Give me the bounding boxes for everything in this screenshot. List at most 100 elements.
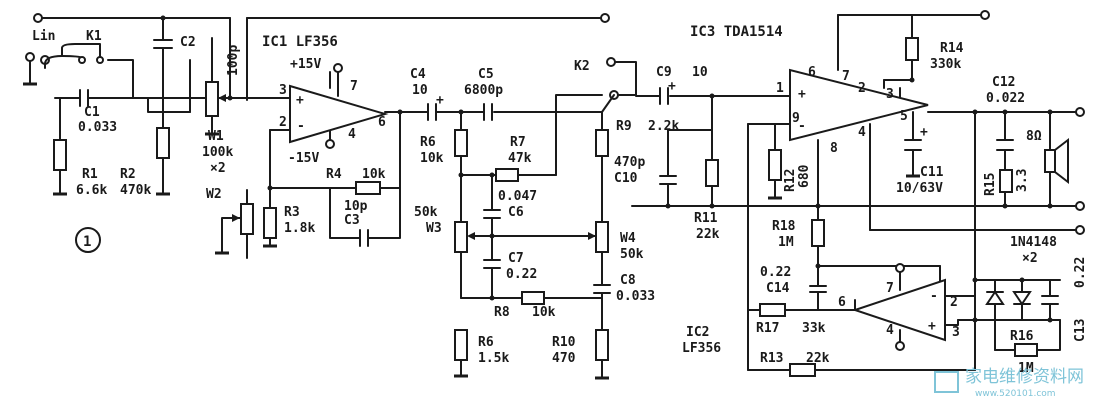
speaker-icon xyxy=(1044,137,1069,185)
potentiometers xyxy=(205,81,609,253)
input-label: Lin xyxy=(32,29,55,44)
ic2-pin6: 6 xyxy=(838,295,846,310)
terminals xyxy=(25,10,1085,351)
r12-value: 680 xyxy=(797,164,812,188)
polarity-marks: + + + xyxy=(436,79,928,140)
c2-name: C2 xyxy=(180,35,196,50)
ic3-pin2: 2 xyxy=(858,81,866,96)
ic1-pin4: 4 xyxy=(348,127,356,142)
ic2-minus: - xyxy=(930,289,938,304)
w3-name: W3 xyxy=(426,221,442,236)
ic1-plus: + xyxy=(296,93,304,108)
c10-name: C10 xyxy=(614,171,638,186)
r14-name: R14 xyxy=(940,41,964,56)
r14-value: 330k xyxy=(930,57,961,72)
c3-value: 10p xyxy=(344,199,368,214)
ic3-pin5: 5 xyxy=(900,109,908,124)
r10-value: 470 xyxy=(552,351,576,366)
watermark-url: www.520101.com xyxy=(975,389,1056,399)
diode-mult: ×2 xyxy=(1022,251,1038,266)
r1-name: R1 xyxy=(82,167,98,182)
r2-value: 470k xyxy=(120,183,151,198)
c5-value: 6800p xyxy=(464,83,503,98)
r9-value: 2.2k xyxy=(648,119,679,134)
r7-name: R7 xyxy=(510,135,526,150)
ic3-plus: + xyxy=(798,87,806,102)
ic1-vplus: +15V xyxy=(290,57,321,72)
ic1-pin3: 3 xyxy=(279,83,287,98)
labels: Lin K1 C1 0.033 C2 100p R1 6.6k R2 470k … xyxy=(32,24,1088,376)
ic2-pin4: 4 xyxy=(886,323,894,338)
ic3-pin6: 6 xyxy=(808,65,816,80)
ic2-pin2: 2 xyxy=(950,295,958,310)
ic1-minus: - xyxy=(297,119,305,134)
c2-value: 100p xyxy=(226,45,241,76)
c7-name: C7 xyxy=(508,251,524,266)
svg-text:+: + xyxy=(436,93,444,108)
r15-value: 3.3 xyxy=(1015,169,1030,192)
c11-name: C11 xyxy=(920,165,944,180)
ic1-pin6: 6 xyxy=(378,115,386,130)
speaker-value: 8Ω xyxy=(1026,129,1042,144)
r9-name: R9 xyxy=(616,119,632,134)
c4-name: C4 xyxy=(410,67,426,82)
ic1-pin7: 7 xyxy=(350,79,358,94)
r4-value: 10k xyxy=(362,167,386,182)
diode-part: 1N4148 xyxy=(1010,235,1057,250)
r5-name: R6 xyxy=(420,135,436,150)
c13-value: 0.22 xyxy=(1073,257,1088,288)
w1-mult: ×2 xyxy=(210,161,226,176)
r16-name: R16 xyxy=(1010,329,1034,344)
c13-label: C13 xyxy=(1073,319,1088,342)
r3-value: 1.8k xyxy=(284,221,315,236)
ic2-pin7: 7 xyxy=(886,281,894,296)
c1-value: 0.033 xyxy=(78,120,117,135)
resistors xyxy=(53,37,1038,377)
c9-value: 10 xyxy=(692,65,708,80)
r11-name: R11 xyxy=(694,211,718,226)
c5-name: C5 xyxy=(478,67,494,82)
ic3-pin3: 3 xyxy=(886,87,894,102)
k2-label: K2 xyxy=(574,59,590,74)
c3-name: C3 xyxy=(344,213,360,228)
watermark-cn: 家电维修资料网 xyxy=(965,367,1084,387)
r15-name: R15 xyxy=(983,173,998,196)
c11-value: 10/63V xyxy=(896,181,943,196)
svg-text:+: + xyxy=(920,125,928,140)
ic3-pin8: 8 xyxy=(830,141,838,156)
k1-label: K1 xyxy=(86,29,102,44)
w3-value: 50k xyxy=(414,205,438,220)
r1-value: 6.6k xyxy=(76,183,107,198)
ic2-name: IC2 xyxy=(686,325,709,340)
r7-value: 47k xyxy=(508,151,532,166)
r6-name: R6 xyxy=(478,335,494,350)
ic2-pin3: 3 xyxy=(952,325,960,340)
c8-value: 0.033 xyxy=(616,289,655,304)
ic3-name: IC3 TDA1514 xyxy=(690,24,783,40)
ic2-plus: + xyxy=(928,319,936,334)
c4-value: 10 xyxy=(412,83,428,98)
ic3-pin4: 4 xyxy=(858,125,866,140)
c12-name: C12 xyxy=(992,75,1015,90)
ic3-pin7: 7 xyxy=(842,69,850,84)
r10-name: R10 xyxy=(552,335,576,350)
r17-value: 33k xyxy=(802,321,826,336)
c12-value: 0.022 xyxy=(986,91,1025,106)
c10-value: 470p xyxy=(614,155,645,170)
w1-name: W1 xyxy=(208,129,224,144)
r8-name: R8 xyxy=(494,305,510,320)
ic2-part: LF356 xyxy=(682,341,721,356)
watermark: 家电维修资料网 www.520101.com xyxy=(934,367,1084,399)
w4-value: 50k xyxy=(620,247,644,262)
capacitors xyxy=(79,39,1059,305)
c1-name: C1 xyxy=(84,105,100,120)
svg-text:+: + xyxy=(668,79,676,94)
c6-name: C6 xyxy=(508,205,524,220)
ic1-name: IC1 LF356 xyxy=(262,34,338,50)
r17-name: R17 xyxy=(756,321,779,336)
opamp-ic1 xyxy=(289,71,389,144)
figure-number: 1 xyxy=(75,227,101,253)
c6-value: 0.047 xyxy=(498,189,537,204)
figure-number-text: 1 xyxy=(83,234,91,250)
